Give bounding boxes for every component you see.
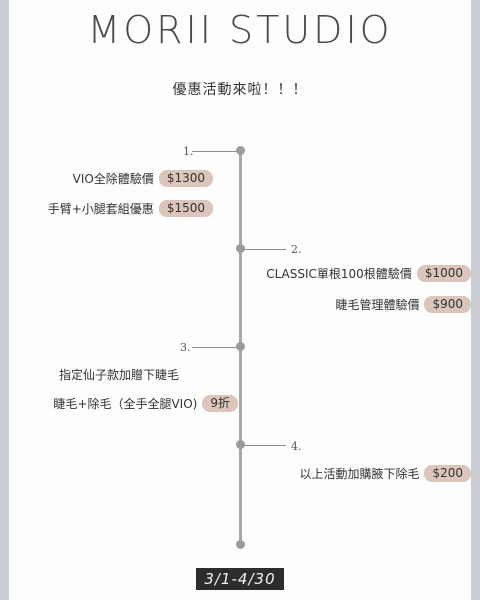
item-label: 以上活動加購腋下除毛 — [299, 467, 420, 481]
timeline-dot-2 — [236, 244, 245, 253]
item-label: VIO全除體驗價 — [72, 172, 154, 186]
item-label: 手臂+小腿套組優惠 — [47, 202, 154, 216]
price-badge: $1500 — [158, 200, 213, 217]
timeline-dot-1 — [236, 146, 245, 155]
timeline-dot-3 — [236, 342, 245, 351]
timeline-connector-2 — [242, 249, 286, 250]
timeline-connector-4 — [242, 445, 286, 446]
price-badge: $900 — [424, 296, 471, 313]
timeline-connector-3 — [192, 347, 240, 348]
brand-title: MORII STUDIO — [87, 8, 393, 52]
timeline-end-dot — [236, 540, 245, 549]
step-1-item-1: VIO全除體驗價 $1300 — [73, 170, 213, 187]
step-number-1: 1. — [183, 145, 194, 158]
item-label: CLASSIC單根100根體驗價 — [266, 267, 412, 281]
step-4-item-1: 以上活動加購腋下除毛 $200 — [299, 465, 471, 482]
promo-subtitle: 優惠活動來啦！！！ — [172, 82, 308, 98]
item-label: 指定仙子款加贈下睫毛 — [58, 368, 179, 382]
promo-poster: MORII STUDIO 優惠活動來啦！！！ 1. VIO全除體驗價 $1300… — [9, 0, 471, 600]
timeline-dot-4 — [236, 440, 245, 449]
item-label: 睫毛管理體驗價 — [335, 298, 420, 312]
timeline-connector-1 — [192, 151, 240, 152]
price-badge: 9折 — [202, 395, 238, 412]
price-badge: $200 — [424, 465, 471, 482]
step-number-3: 3. — [180, 341, 191, 354]
step-3-item-2: 睫毛+除毛（全手全腿VIO) 9折 — [53, 395, 238, 412]
step-2-item-1: CLASSIC單根100根體驗價 $1000 — [266, 265, 471, 282]
step-number-2: 2. — [291, 243, 302, 256]
step-number-4: 4. — [291, 440, 302, 453]
step-2-item-2: 睫毛管理體驗價 $900 — [335, 296, 471, 313]
step-1-item-2: 手臂+小腿套組優惠 $1500 — [48, 200, 213, 217]
price-badge: $1300 — [158, 170, 213, 187]
step-3-item-1: 指定仙子款加贈下睫毛 — [59, 366, 179, 383]
date-range-badge: 3/1-4/30 — [196, 568, 284, 590]
price-badge: $1000 — [416, 265, 471, 282]
item-label: 睫毛+除毛（全手全腿VIO) — [53, 397, 198, 411]
